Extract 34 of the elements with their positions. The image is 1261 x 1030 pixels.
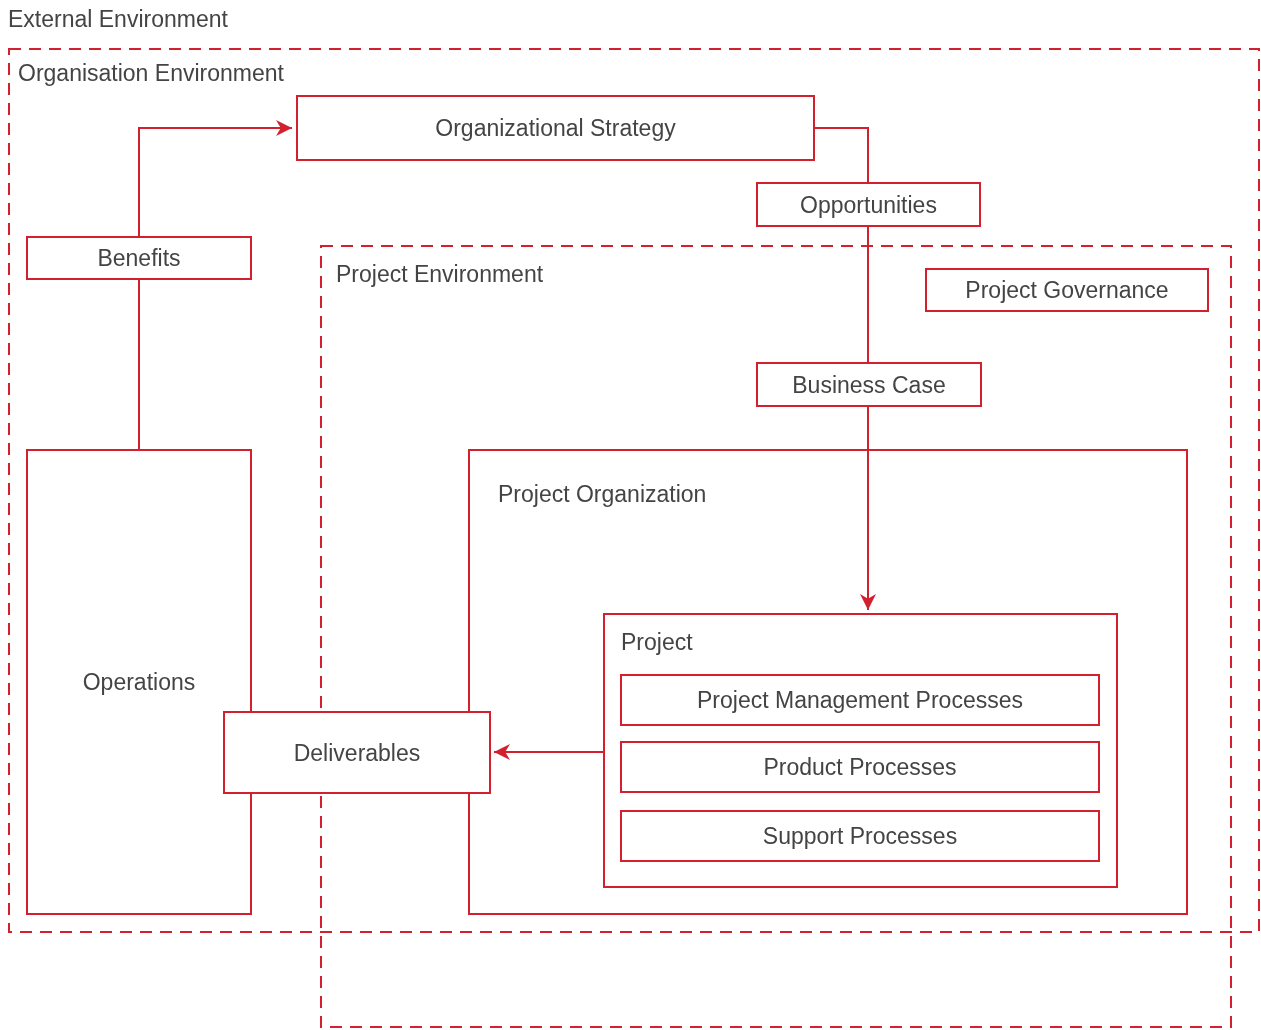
container-box [468,449,1188,915]
box-label: Opportunities [799,191,938,218]
arrow [138,120,293,237]
connector-line [138,279,140,450]
process-box [26,449,252,915]
process-box [756,182,981,227]
box-label: Deliverables [292,739,422,766]
container-title: Project [621,629,693,656]
box-label: Benefits [96,244,182,272]
process-box [26,236,252,280]
box-label: Project Governance [964,276,1170,304]
container-box [603,613,1118,888]
process-box [223,711,491,794]
container-title: Project Environment [336,261,544,288]
arrow [493,744,604,760]
process-box [620,810,1100,862]
box-label: Support Processes [761,822,959,850]
box-label: Business Case [791,371,947,398]
box-label: Product Processes [762,753,958,781]
box-label: Operations [81,668,197,696]
box-label: Organizational Strategy [434,114,677,142]
process-box [925,268,1209,312]
container-title: Organisation Environment [18,60,284,87]
process-box [620,674,1100,726]
dashed-boundary [8,48,1260,933]
process-box [620,741,1100,793]
container-title: Project Organization [498,481,707,508]
process-box [756,362,982,407]
connector-line [814,127,869,183]
environment-title: External Environment [8,6,228,33]
box-label: Project Management Processes [696,686,1024,714]
process-box [296,95,815,161]
connector-line [867,226,869,363]
arrow [860,406,876,611]
